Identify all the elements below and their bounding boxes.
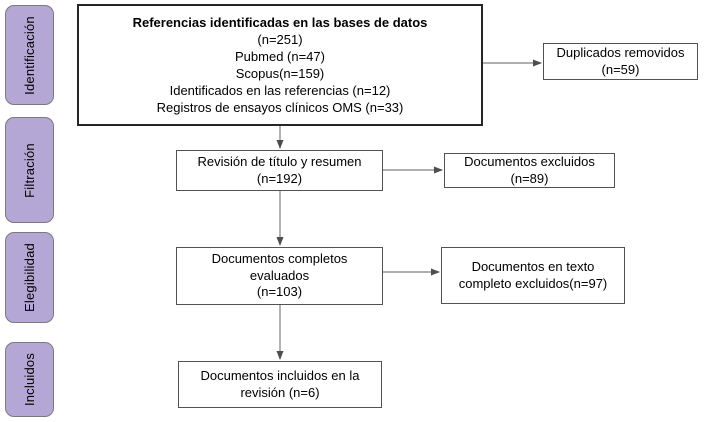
box-line: (n=192) [256, 170, 303, 186]
box-line: Duplicados removidos [556, 45, 685, 60]
stage-label: Identificación [22, 15, 37, 95]
box-line: Revisión de título y resumen [197, 154, 362, 169]
box-full-text-excluded: Documentos en texto completo excluidos(n… [441, 247, 625, 304]
box-full-documents-evaluated: Documentos completos evaluados (n=103) [176, 247, 383, 305]
box-line: (n=59) [601, 61, 640, 77]
box-line: completo excluidos(n=97) [458, 275, 608, 291]
box-line: (n=103) [256, 284, 303, 300]
box-line: (n=89) [510, 170, 549, 186]
stage-incluidos: Incluidos [5, 342, 54, 417]
box-line: Documentos completos [211, 251, 348, 267]
box-documents-included: Documentos incluidos en la revisión (n=6… [178, 361, 382, 408]
box-line: Identificados en las referencias (n=12) [169, 83, 391, 98]
stage-label: Elegibilidad [22, 243, 37, 312]
box-documents-excluded: Documentos excluidos (n=89) [444, 153, 615, 188]
box-line: Documentos incluidos en la [200, 368, 360, 383]
box-line: Registros de ensayos clínicos OMS (n=33) [156, 100, 404, 115]
box-line: Documentos en texto [471, 259, 595, 274]
stage-elegibilidad: Elegibilidad [5, 232, 54, 323]
stage-label: Incluidos [22, 352, 38, 407]
box-line: revisión (n=6) [240, 384, 320, 400]
box-references-identified: Referencias identificadas en las bases d… [77, 4, 483, 126]
box-line: Documentos excluidos [464, 154, 595, 169]
box-line: evaluados [249, 267, 310, 283]
box-title-abstract-review: Revisión de título y resumen (n=192) [176, 150, 383, 191]
stage-label: Filtración [22, 142, 37, 198]
box-line: (n=251) [257, 32, 303, 47]
box-duplicates-removed: Duplicados removidos (n=59) [543, 43, 698, 80]
box-line: Pubmed (n=47) [235, 49, 325, 64]
stage-filtracion: Filtración [5, 117, 54, 223]
box-title: Referencias identificadas en las bases d… [132, 15, 428, 30]
stage-identificacion: Identificación [5, 5, 54, 105]
box-line: Scopus(n=159) [235, 66, 325, 81]
